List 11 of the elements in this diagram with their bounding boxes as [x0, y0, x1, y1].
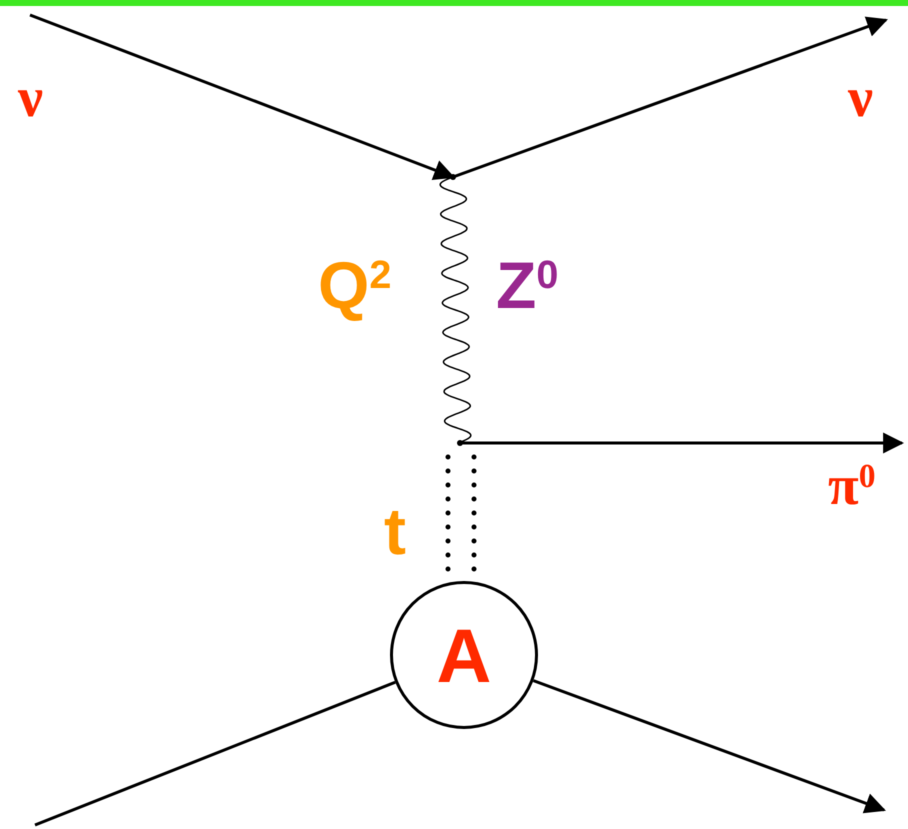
particle-label: π$^{0}$ — [828, 458, 876, 514]
nucleus-label: A — [436, 619, 492, 695]
wavy-line — [439, 176, 472, 444]
particle-label: Z$^{0}$ — [496, 252, 558, 318]
arrow — [460, 432, 904, 454]
particle-label: ν — [848, 70, 874, 126]
vertex-point — [450, 174, 456, 180]
arrow — [532, 679, 886, 814]
particle-label: ν — [18, 70, 44, 126]
vertex-point — [457, 440, 463, 446]
particle-label: t — [384, 498, 406, 564]
